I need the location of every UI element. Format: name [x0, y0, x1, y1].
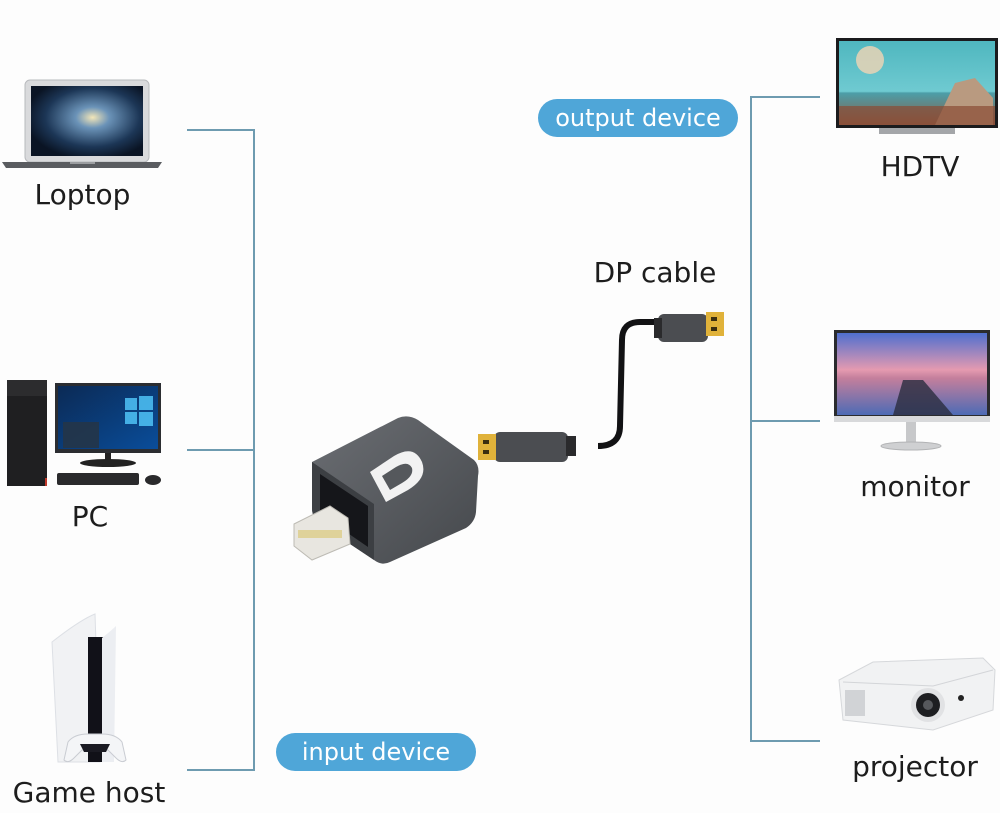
game-console-icon [51, 613, 127, 763]
output-connector-projector [750, 740, 820, 742]
tv-icon [836, 38, 998, 134]
output-connector-hdtv [750, 96, 820, 98]
input-connector-pc [187, 449, 255, 451]
pc-label: PC [71, 500, 109, 533]
game-host-label: Game host [12, 776, 166, 809]
output-device-badge: output device [538, 99, 738, 137]
dp-cable-icon [478, 312, 724, 462]
projector-icon [838, 657, 996, 731]
dp-cable-label: DP cable [593, 256, 717, 289]
laptop-icon [2, 79, 162, 168]
output-connector-vertical [750, 96, 752, 742]
displayport-adapter-icon [293, 416, 479, 564]
monitor-label: monitor [860, 470, 970, 503]
dp-plug-top [654, 312, 724, 342]
input-device-badge: input device [276, 733, 476, 771]
projector-label: projector [852, 750, 978, 783]
input-connector-game [187, 769, 255, 771]
laptop-label: Loptop [34, 178, 131, 211]
desktop-pc-icon [7, 380, 161, 486]
output-connector-monitor [750, 420, 820, 422]
dp-logo [370, 451, 424, 502]
hdtv-label: HDTV [880, 150, 960, 183]
monitor-icon [834, 330, 990, 451]
input-connector-laptop [187, 129, 255, 131]
dp-plug-bottom [478, 432, 576, 462]
